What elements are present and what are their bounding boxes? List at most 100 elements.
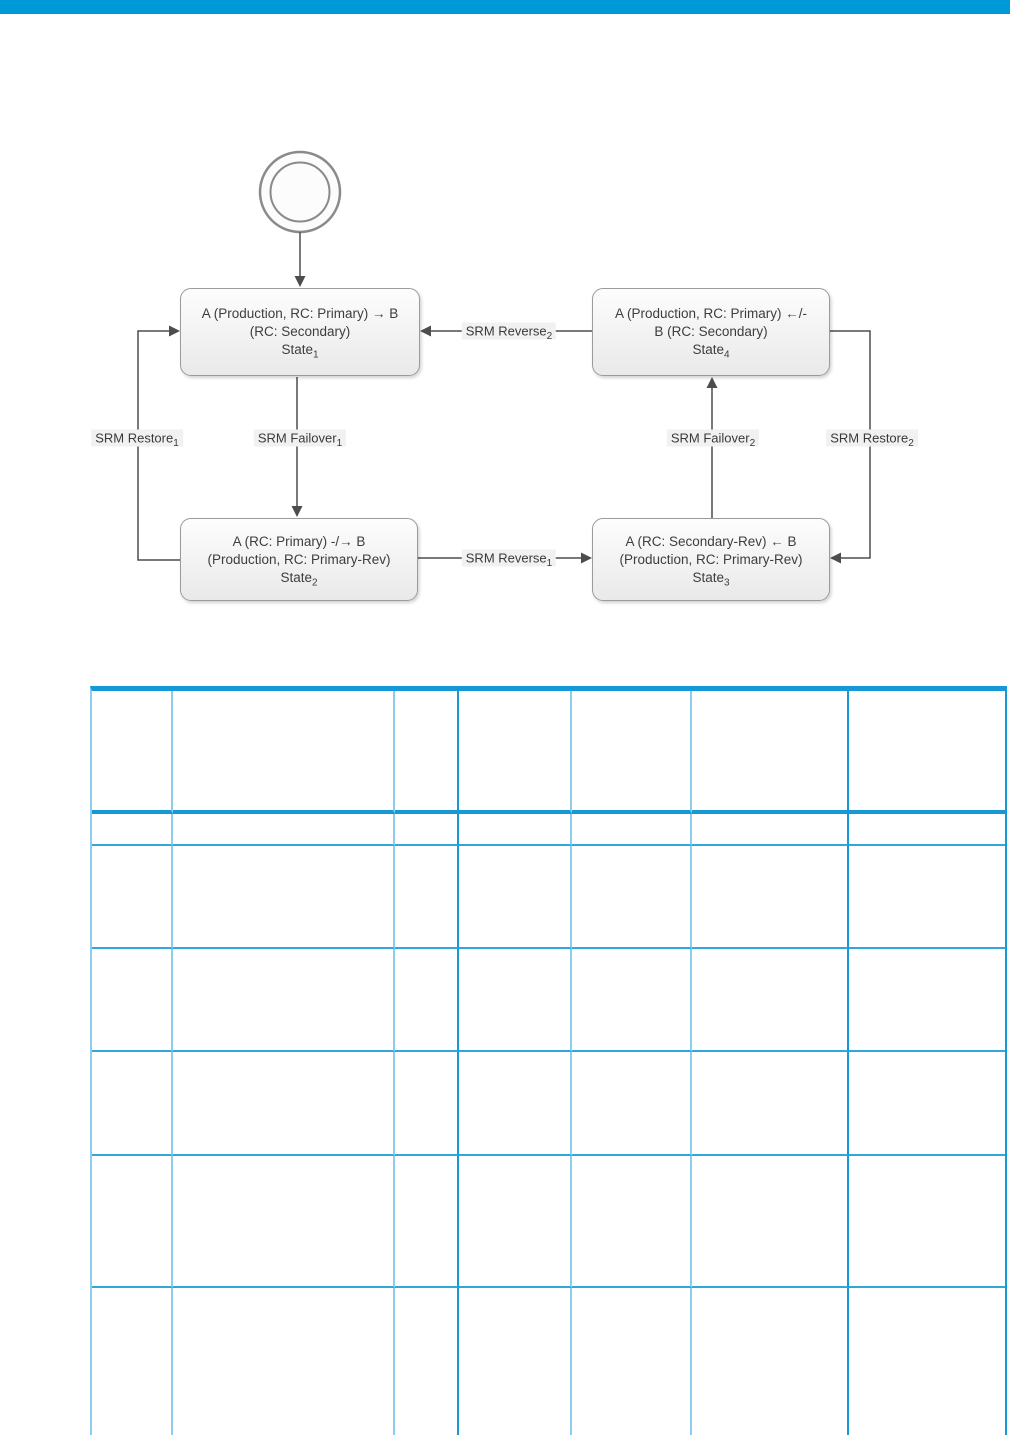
table-cell (92, 949, 173, 1052)
transition-label-subscript: 2 (546, 331, 553, 343)
transition-label-text: SRM Restore (95, 430, 174, 446)
state-text-line3: State2 (280, 569, 318, 589)
state-text-line2: B (RC: Secondary) (654, 324, 768, 339)
table-cell (572, 1288, 692, 1435)
arrowheads (169, 276, 841, 564)
table-cell (92, 846, 173, 949)
table-cell (459, 846, 572, 949)
state-text-line3: State4 (692, 341, 730, 361)
table-cell (849, 949, 1005, 1052)
transition-label-subscript: 1 (336, 438, 343, 450)
table-cell (572, 949, 692, 1052)
transition-label-srm-reverse-2: SRM Reverse2 (461, 322, 557, 343)
arrowhead-right-icon (581, 552, 592, 564)
transition-lines (137, 232, 871, 561)
table-cell (572, 846, 692, 949)
table-cell (849, 1156, 1005, 1288)
transition-label-text: SRM Reverse (465, 323, 547, 339)
table-cell (173, 846, 395, 949)
transition-label-text: SRM Restore (830, 430, 909, 446)
transition-label-text: SRM Reverse (465, 550, 547, 566)
state-text-line1: A (RC: Secondary-Rev) ← B (625, 533, 797, 549)
table-cell (92, 1288, 173, 1435)
table-cell (173, 949, 395, 1052)
arrowhead-left-icon (830, 552, 841, 564)
state-diagram: A (Production, RC: Primary) → B (RC: Sec… (0, 0, 1010, 660)
table-cell (692, 1052, 849, 1156)
table-cell (459, 814, 572, 846)
table-header-cell (92, 691, 173, 814)
table-cell (395, 1052, 459, 1156)
state-text-line1: A (Production, RC: Primary) ←/- (614, 306, 808, 321)
table-header-cell (572, 691, 692, 814)
table-cell (849, 1288, 1005, 1435)
table-cell (173, 1052, 395, 1156)
table-cell (849, 814, 1005, 846)
transition-label-srm-failover-1: SRM Failover1 (253, 429, 347, 450)
table-cell (92, 1156, 173, 1288)
state-subscript: 2 (311, 577, 318, 589)
table-cell (173, 1156, 395, 1288)
state-subscript: 4 (723, 349, 730, 361)
state-subscript: 3 (723, 577, 730, 589)
transition-label-text: SRM Failover (257, 430, 337, 446)
arrowhead-up-icon (706, 377, 718, 388)
transition-label-subscript: 1 (546, 558, 553, 570)
state-name: State (692, 569, 724, 585)
transition-label-srm-restore-2: SRM Restore2 (826, 429, 918, 450)
transition-label-subscript: 1 (173, 438, 179, 450)
table-cell (395, 846, 459, 949)
table-header-cell (849, 691, 1005, 814)
table-cell (395, 1156, 459, 1288)
table-cell (92, 1052, 173, 1156)
table-header-cell (173, 691, 395, 814)
table-cell (92, 814, 173, 846)
state-name: State (280, 569, 312, 585)
transition-label-text: SRM Failover (670, 430, 750, 446)
state-node-2: A (RC: Primary) -/→ B (Production, RC: P… (180, 518, 418, 601)
state-node-3: A (RC: Secondary-Rev) ← B (Production, R… (592, 518, 830, 601)
table-cell (395, 1288, 459, 1435)
table-cell (572, 1156, 692, 1288)
top-accent-bar (0, 0, 1010, 14)
arrowhead-left-icon (420, 325, 431, 337)
state-text-line1: A (RC: Primary) -/→ B (232, 533, 366, 549)
table-cell (173, 814, 395, 846)
matrix-table (90, 686, 1007, 1435)
table-cell (173, 1288, 395, 1435)
table-header-cell (459, 691, 572, 814)
table-cell (395, 949, 459, 1052)
state-node-4: A (Production, RC: Primary) ←/- B (RC: S… (592, 288, 830, 376)
table-header-cell (395, 691, 459, 814)
table-cell (572, 1052, 692, 1156)
transition-label-srm-reverse-1: SRM Reverse1 (461, 549, 557, 570)
transition-label-srm-restore-1: SRM Restore1 (91, 429, 183, 450)
state-text-line3: State3 (692, 569, 730, 589)
state-node-1: A (Production, RC: Primary) → B (RC: Sec… (180, 288, 420, 376)
arrowhead-down-icon (294, 276, 306, 287)
arrowhead-down-icon (291, 506, 303, 517)
state-text-line2: (Production, RC: Primary-Rev) (619, 551, 803, 567)
table-cell (459, 1052, 572, 1156)
table-cell (849, 846, 1005, 949)
table-cell (692, 846, 849, 949)
table-cell (572, 814, 692, 846)
state-text-line1: A (Production, RC: Primary) → B (201, 306, 399, 321)
state-text-line2: (Production, RC: Primary-Rev) (207, 551, 391, 567)
table-cell (395, 814, 459, 846)
table-cell (692, 949, 849, 1052)
table-cell (692, 814, 849, 846)
state-name: State (281, 342, 313, 357)
state-subscript: 1 (312, 349, 319, 361)
table-cell (692, 1288, 849, 1435)
table-cell (692, 1156, 849, 1288)
state-name: State (692, 342, 724, 357)
arrowhead-right-icon (169, 325, 180, 337)
table-cell (459, 949, 572, 1052)
table-cell (849, 1052, 1005, 1156)
table-header-cell (692, 691, 849, 814)
initial-state-icon (258, 150, 342, 234)
transition-label-subscript: 2 (908, 438, 914, 450)
transition-label-subscript: 2 (749, 438, 756, 450)
transition-label-srm-failover-2: SRM Failover2 (666, 429, 760, 450)
